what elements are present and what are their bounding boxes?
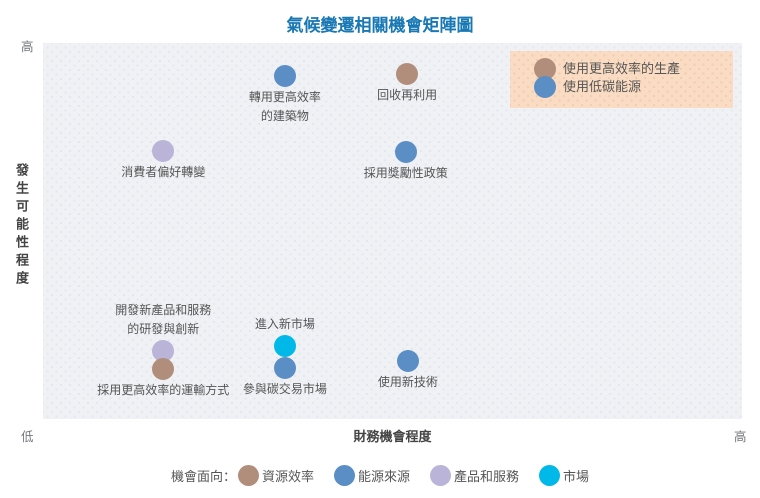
legend-dot — [534, 76, 556, 98]
axis-low-label: 低 — [21, 430, 34, 444]
data-point-label: 採用更高效率的運輸方式 — [97, 381, 229, 400]
chart-title: 氣候變遷相關機會矩陣圖 — [286, 16, 474, 35]
legend-dot — [333, 464, 355, 486]
data-point-label-line: 回收再利用 — [377, 87, 438, 102]
legend-item-label: 能源來源 — [357, 468, 410, 484]
highlight-legend-box: 使用更高效率的生產使用低碳能源 — [510, 51, 733, 108]
x-axis-high-label: 高 — [734, 430, 747, 444]
data-point-label-line: 的建築物 — [260, 109, 309, 124]
legend-item[interactable]: 市場 — [539, 464, 590, 486]
data-point-dot[interactable] — [396, 62, 419, 85]
data-point-label: 轉用更高效率的建築物 — [249, 88, 321, 126]
y-axis-title: 發生可能性程度 — [14, 163, 29, 289]
data-point-dot[interactable] — [273, 335, 296, 358]
data-point-dot[interactable] — [394, 141, 417, 164]
data-point-label-line: 參與碳交易市場 — [242, 381, 327, 396]
data-point-label: 採用獎勵性政策 — [364, 164, 448, 183]
category-legend-title: 機會面向： — [170, 468, 236, 484]
data-point-dot[interactable] — [396, 350, 419, 373]
data-point-dot[interactable] — [152, 357, 175, 380]
data-point-dot[interactable] — [152, 139, 175, 162]
data-point-label: 參與碳交易市場 — [243, 380, 327, 399]
legend-item-label: 使用低碳能源 — [563, 79, 642, 94]
legend-dot — [539, 464, 561, 486]
data-point-label-line: 開發新產品和服務 — [115, 302, 212, 317]
plot-area: 使用更高效率的生產使用低碳能源 轉用更高效率的建築物回收再利用消費者偏好轉變採用… — [43, 43, 742, 419]
data-point-label: 使用新技術 — [378, 373, 438, 392]
data-point-dot[interactable] — [273, 356, 296, 379]
legend-item-label: 資源效率 — [261, 468, 314, 484]
data-point-label-line: 採用更高效率的運輸方式 — [97, 382, 230, 397]
legend-dot — [534, 58, 556, 80]
x-axis-title: 財務機會程度 — [353, 429, 432, 444]
data-point-label: 消費者偏好轉變 — [121, 163, 205, 182]
legend-item[interactable]: 能源來源 — [333, 464, 410, 486]
data-point-label: 開發新產品和服務的研發與創新 — [115, 301, 211, 339]
legend-dot — [430, 464, 451, 486]
data-point-label-line: 的研發與創新 — [127, 321, 200, 336]
category-legend: 機會面向： 資源效率 能源來源 產品和服務 市場 — [0, 463, 760, 487]
data-point-dot[interactable] — [273, 65, 296, 88]
legend-item[interactable]: 資源效率 — [237, 464, 314, 486]
data-point-label-line: 轉用更高效率 — [248, 90, 321, 105]
data-point-label-line: 消費者偏好轉變 — [121, 164, 206, 179]
data-point-label: 回收再利用 — [377, 86, 437, 105]
legend-dot — [237, 464, 259, 486]
data-point-label: 進入新市場 — [255, 315, 315, 334]
data-point-dot[interactable] — [152, 339, 175, 362]
legend-item-label: 市場 — [563, 468, 590, 484]
legend-item-label: 產品和服務 — [454, 468, 520, 484]
data-point-label-line: 採用獎勵性政策 — [363, 166, 448, 181]
legend-item-label: 使用更高效率的生產 — [563, 61, 681, 76]
data-point-label-line: 使用新技術 — [377, 375, 438, 390]
legend-item[interactable]: 產品和服務 — [430, 464, 520, 486]
y-axis-high-label: 高 — [21, 40, 34, 54]
data-point-label-line: 進入新市場 — [254, 317, 315, 332]
